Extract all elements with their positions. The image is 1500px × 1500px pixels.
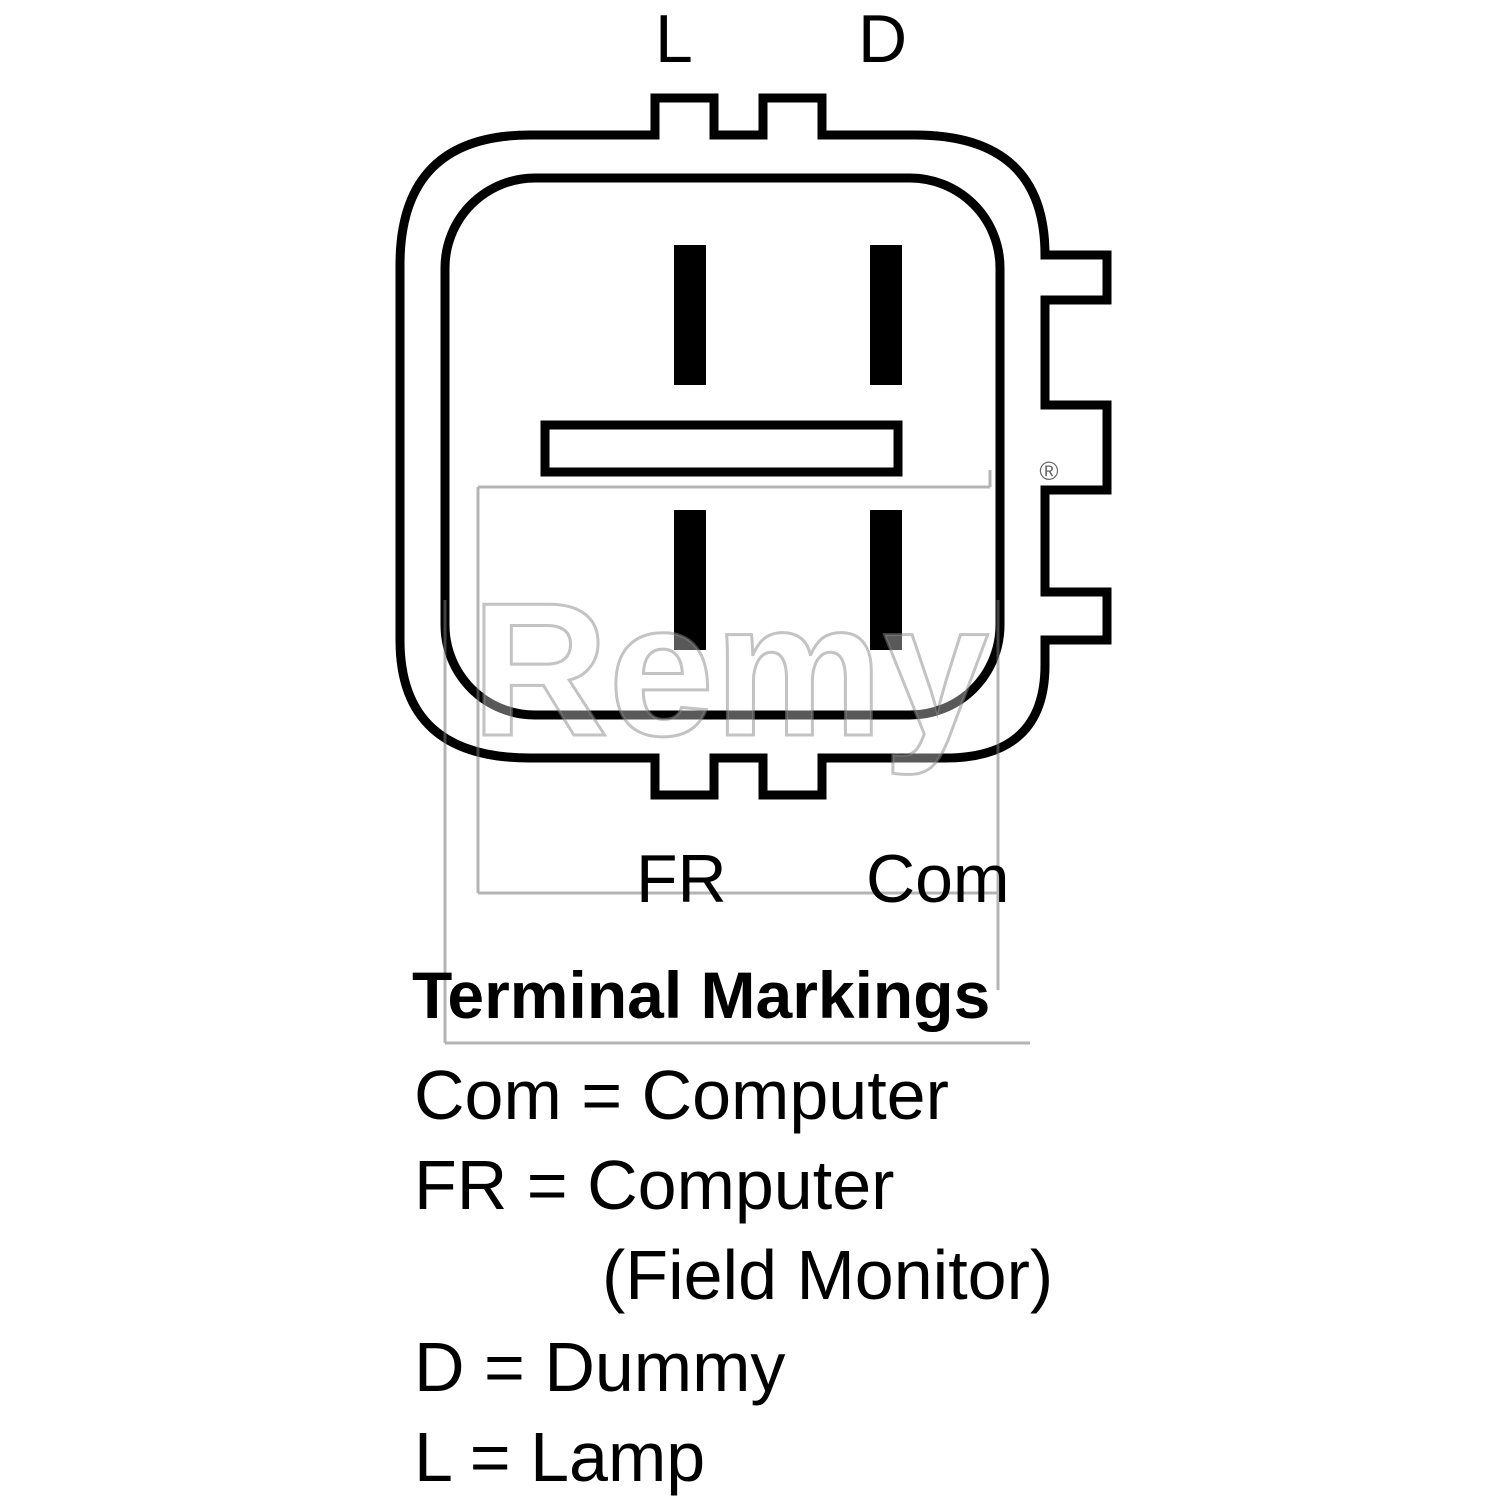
terminal-label-l: L: [655, 1, 693, 77]
legend-entry-com: Com = Computer: [414, 1056, 949, 1134]
legend-title: Terminal Markings: [412, 958, 991, 1032]
terminal-blade-com: [870, 510, 902, 650]
terminal-blade-fr: [674, 510, 706, 650]
connector-inner-cavity: [440, 173, 1005, 720]
watermark-frame: [443, 470, 1030, 1045]
registered-mark: ®: [1039, 456, 1058, 486]
legend-entry-fr-detail: (Field Monitor): [602, 1236, 1054, 1314]
legend-entry-d: D = Dummy: [414, 1328, 786, 1406]
terminal-label-fr: FR: [636, 841, 727, 917]
terminal-label-com: Com: [866, 841, 1010, 917]
terminal-label-d: D: [858, 1, 908, 77]
legend-entry-l: L = Lamp: [414, 1418, 706, 1496]
terminal-blade-d: [870, 245, 902, 385]
connector-key-bar: [540, 420, 903, 477]
legend-entry-fr: FR = Computer: [414, 1146, 895, 1224]
terminal-blade-l: [674, 245, 706, 385]
connector-outer-housing: [395, 93, 1112, 800]
watermark-logo: Remy: [471, 564, 989, 776]
